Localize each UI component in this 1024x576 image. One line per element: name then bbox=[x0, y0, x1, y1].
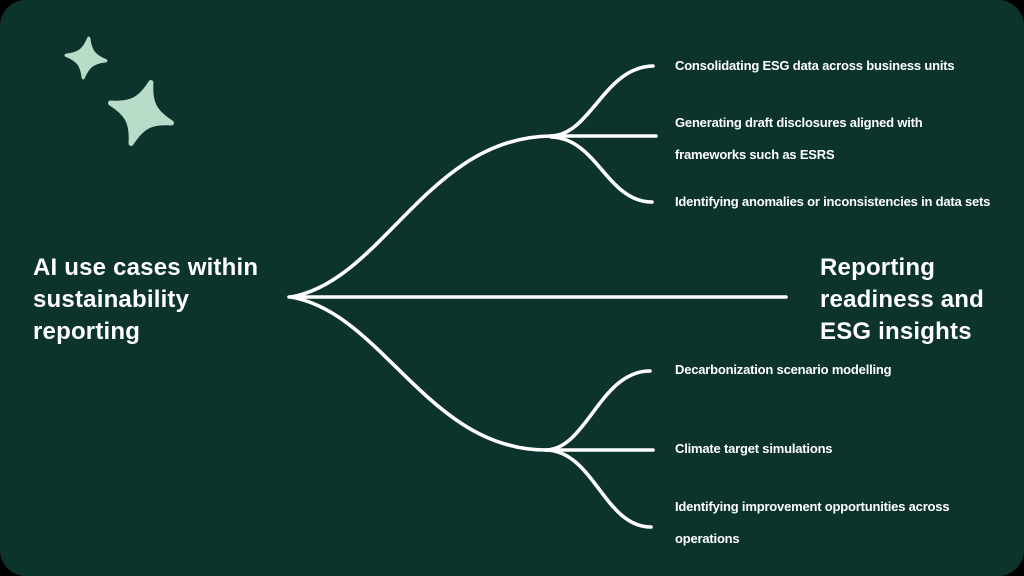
bottom-branch-label-decarbonization-modelling: Decarbonization scenario modelling bbox=[675, 354, 892, 386]
bottom-branch-label-climate-target-simulations: Climate target simulations bbox=[675, 433, 833, 465]
root-node-title: AI use cases within sustainability repor… bbox=[33, 252, 258, 348]
connector-top-1 bbox=[549, 64, 655, 138]
root-title-line: sustainability bbox=[33, 286, 190, 313]
root-title-line: AI use cases within bbox=[33, 254, 259, 281]
branch-label-line: Consolidating ESG data across business u… bbox=[675, 58, 955, 73]
sparkle-star-large-icon bbox=[108, 80, 174, 146]
sparkle-star-small-icon bbox=[64, 36, 108, 80]
connector-top-3 bbox=[549, 135, 654, 204]
bottom-branch-label-improvement-opportunities: Identifying improvement opportunities ac… bbox=[675, 491, 950, 555]
center-label-line: ESG insights bbox=[820, 318, 972, 345]
center-label-line: readiness and bbox=[820, 286, 985, 313]
connector-bottom-1 bbox=[544, 369, 652, 452]
branch-label-line: Identifying improvement opportunities ac… bbox=[675, 499, 950, 514]
root-title-line: reporting bbox=[33, 318, 141, 345]
branch-label-line: Climate target simulations bbox=[675, 441, 833, 456]
branch-label-line: frameworks such as ESRS bbox=[675, 147, 835, 162]
center-label-line: Reporting bbox=[820, 254, 936, 281]
connector-bottom-main bbox=[289, 295, 548, 452]
top-branch-label-generating-draft-disclosures: Generating draft disclosures aligned wit… bbox=[675, 107, 923, 171]
center-node-label: Reporting readiness and ESG insights bbox=[820, 252, 984, 348]
branch-label-line: Generating draft disclosures aligned wit… bbox=[675, 115, 923, 130]
branch-label-line: Identifying anomalies or inconsistencies… bbox=[675, 194, 991, 209]
top-branch-label-identifying-anomalies: Identifying anomalies or inconsistencies… bbox=[675, 186, 990, 218]
connector-bottom-3 bbox=[544, 448, 653, 529]
connector-top-main bbox=[289, 134, 553, 299]
top-branch-label-consolidating-esg-data: Consolidating ESG data across business u… bbox=[675, 50, 955, 82]
branch-label-line: Decarbonization scenario modelling bbox=[675, 362, 892, 377]
branch-label-line: operations bbox=[675, 531, 740, 546]
